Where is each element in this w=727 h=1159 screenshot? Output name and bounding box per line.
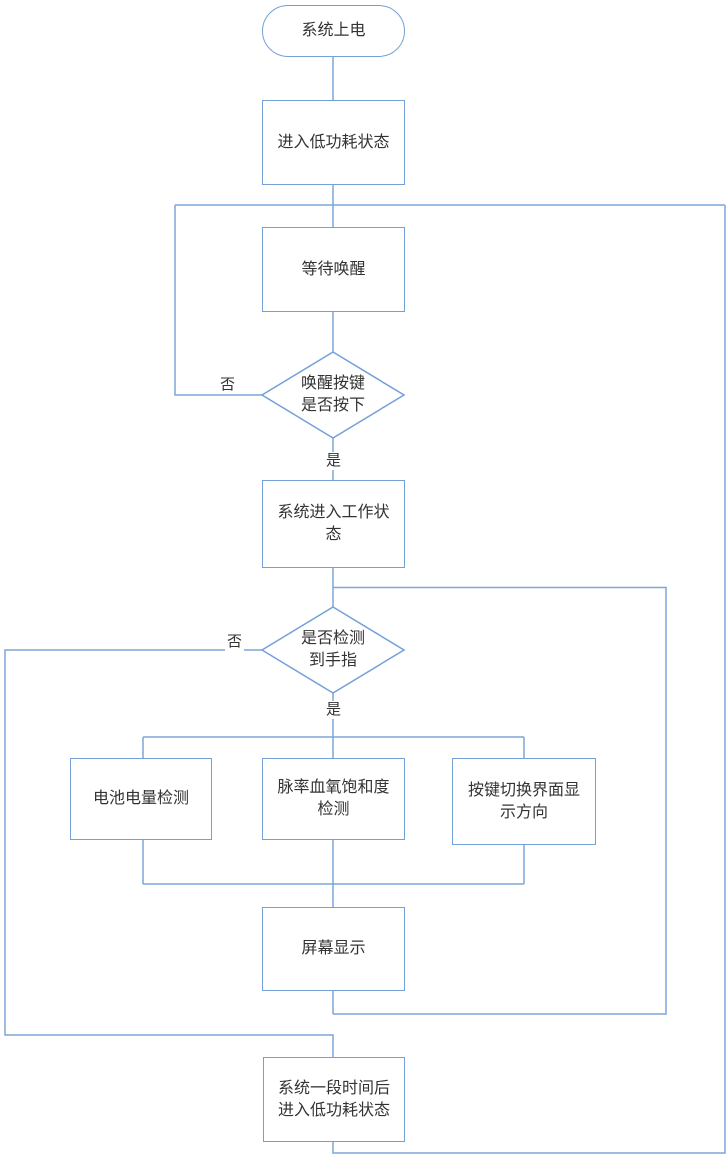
node-power-on: 系统上电 — [262, 5, 405, 57]
node-work-state: 系统进入工作状态 — [262, 480, 405, 568]
edge-label-finger-no: 否 — [225, 633, 245, 651]
edge-finger-no-to-timeout — [4, 649, 334, 1057]
node-wait-wake: 等待唤醒 — [262, 227, 405, 312]
edge-label-finger-yes: 是 — [324, 701, 344, 719]
node-enter-low-power: 进入低功耗状态 — [262, 100, 405, 185]
edge-timeout-outer-loop — [332, 205, 726, 1154]
node-wait-wake-label: 等待唤醒 — [301, 260, 366, 278]
node-pulse-spo2-check: 脉率血氧饱和度检测 — [262, 758, 405, 840]
node-timeout-low-power-label: 系统一段时间后进入低功耗状态 — [277, 1079, 390, 1119]
node-power-on-label: 系统上电 — [301, 22, 366, 39]
decision-finger-label: 是否检测到手指 — [300, 630, 365, 669]
decision-wake-key-shape — [260, 351, 406, 439]
edge-wake-no-loop — [174, 205, 262, 396]
node-key-switch-display-label: 按键切换界面显示方向 — [467, 781, 580, 821]
node-work-state-label: 系统进入工作状态 — [277, 504, 390, 543]
node-key-switch-display: 按键切换界面显示方向 — [452, 758, 596, 845]
edge-label-wake-no: 否 — [218, 376, 238, 394]
edge-screen-loop-to-fingerdecision — [333, 586, 667, 1015]
node-pulse-spo2-check-label: 脉率血氧饱和度检测 — [277, 779, 390, 818]
node-battery-check: 电池电量检测 — [70, 758, 212, 840]
node-screen-display: 屏幕显示 — [262, 907, 405, 991]
node-battery-check-label: 电池电量检测 — [92, 790, 189, 807]
node-timeout-low-power: 系统一段时间后进入低功耗状态 — [263, 1057, 405, 1142]
decision-wake-key-label: 唤醒按键是否按下 — [300, 375, 365, 414]
node-enter-low-power-label: 进入低功耗状态 — [277, 133, 390, 151]
decision-wake-key-label-box: 唤醒按键是否按下 — [297, 372, 369, 418]
decision-finger-label-box: 是否检测到手指 — [297, 627, 369, 673]
edge-label-wake-yes: 是 — [324, 452, 344, 470]
decision-finger-shape — [260, 606, 406, 694]
node-screen-display-label: 屏幕显示 — [301, 940, 366, 957]
